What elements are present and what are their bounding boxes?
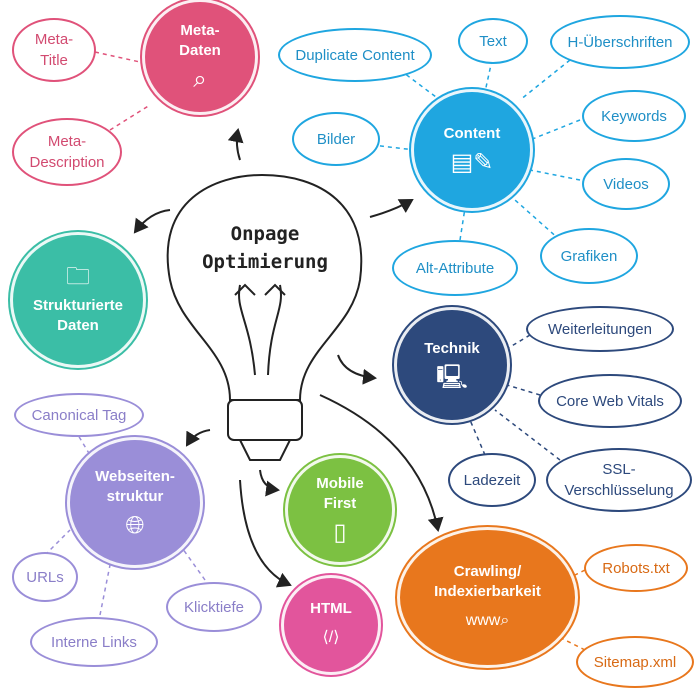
leaf-weiterleitungen[interactable]: Weiterleitungen xyxy=(526,306,674,352)
bulb-outline xyxy=(166,173,363,461)
leaf-core-web-vitals[interactable]: Core Web Vitals xyxy=(538,374,682,428)
leaf-alt-attribute[interactable]: Alt-Attribute xyxy=(392,240,518,296)
code-search-icon: ⌕ xyxy=(193,66,207,93)
center-line1: Onpage xyxy=(230,223,300,245)
leaf-ssl[interactable]: SSL-Verschlüsselung xyxy=(546,448,692,512)
smartphone-icon: ▯ xyxy=(333,519,347,546)
leaf-interne-links[interactable]: Interne Links xyxy=(30,617,158,667)
central-topic: Onpage Optimierung xyxy=(185,195,345,325)
document-edit-icon: ▤✎ xyxy=(450,149,494,176)
leaf-keywords[interactable]: Keywords xyxy=(582,90,686,142)
leaf-videos[interactable]: Videos xyxy=(582,158,670,210)
leaf-robots-txt[interactable]: Robots.txt xyxy=(584,544,688,592)
leaf-canonical-tag[interactable]: Canonical Tag xyxy=(14,393,144,437)
leaf-urls[interactable]: URLs xyxy=(12,552,78,602)
leaf-grafiken[interactable]: Grafiken xyxy=(540,228,638,284)
leaf-sitemap-xml[interactable]: Sitemap.xml xyxy=(576,636,694,688)
hub-technik[interactable]: Technik🖳 xyxy=(397,310,507,420)
leaf-h-ueberschriften[interactable]: H-Überschriften xyxy=(550,15,690,69)
hub-content[interactable]: Content▤✎ xyxy=(414,92,530,208)
hub-html[interactable]: HTML⟨/⟩ xyxy=(284,578,378,672)
leaf-ladezeit[interactable]: Ladezeit xyxy=(448,453,536,507)
www-search-icon: www⌕ xyxy=(465,611,510,629)
leaf-bilder[interactable]: Bilder xyxy=(292,112,380,166)
leaf-meta-title[interactable]: Meta-Title xyxy=(12,18,96,82)
hub-meta-daten[interactable]: Meta-Daten⌕ xyxy=(145,2,255,112)
folder-icon: 🗀 xyxy=(66,263,90,290)
leaf-klicktiefe[interactable]: Klicktiefe xyxy=(166,582,262,632)
leaf-duplicate-content[interactable]: Duplicate Content xyxy=(278,28,432,82)
center-line2: Optimierung xyxy=(202,251,328,273)
leaf-text[interactable]: Text xyxy=(458,18,528,64)
leaf-meta-description[interactable]: Meta-Description xyxy=(12,118,122,186)
code-icon: ⟨/⟩ xyxy=(322,629,340,646)
globe-icon: 🌐︎ xyxy=(125,511,145,539)
computer-icon: 🖳 xyxy=(435,364,469,391)
hub-webseitenstruktur[interactable]: Webseiten-struktur🌐︎ xyxy=(70,440,200,565)
